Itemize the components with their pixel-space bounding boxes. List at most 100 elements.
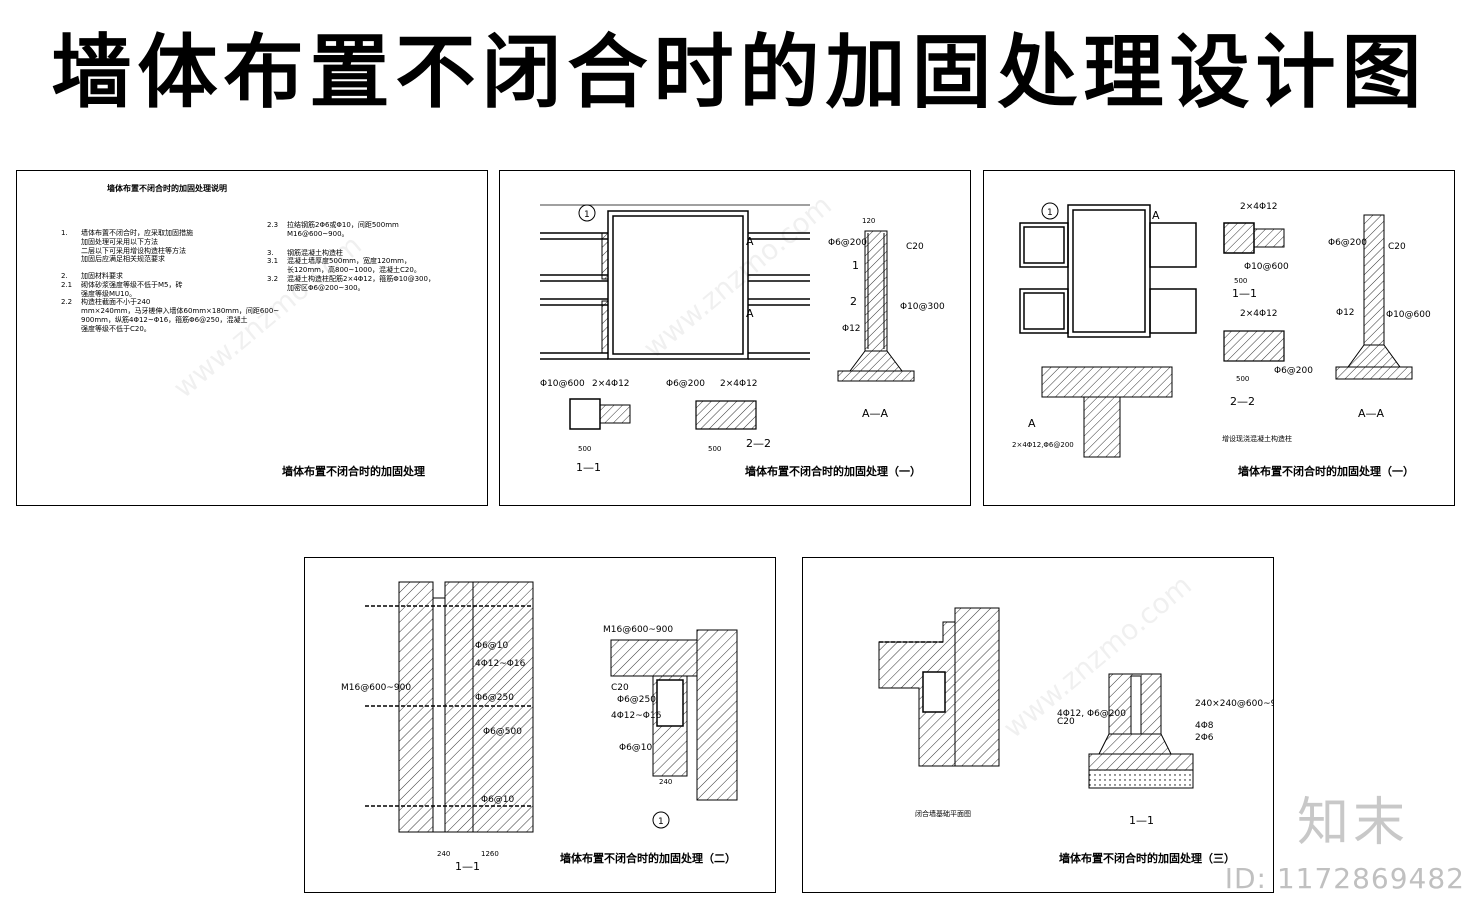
label-stirrup-2: Φ10@300 (900, 302, 945, 312)
note-line: 2.加固材料要求 (61, 272, 123, 280)
label-bars-2: 2×4Φ12 (1240, 309, 1278, 319)
beam-note: 2×4Φ12,Φ6@200 (1012, 441, 1074, 449)
label-tie-3: Φ6@10 (481, 795, 515, 805)
note-line: 强度等级不低于C20。 (81, 324, 151, 333)
detail-sheet-4: 闭合墙基础平面图 240×240@600~900 4Φ12, Φ6@200 C2… (802, 557, 1274, 893)
wall-plan-3 (878, 607, 1000, 767)
note-line: M16@600~900。 (287, 229, 349, 238)
dim-1260: 1260 (481, 850, 499, 858)
label-bars: 2×4Φ12 (592, 379, 630, 389)
sheet-1-caption: 墙体布置不闭合时的加固处理（一） (745, 465, 921, 478)
section-11: 1—1 (576, 461, 601, 474)
label-stirrup: Φ6@200 (828, 238, 867, 248)
note-line: 1.墙体布置不闭合时，应采取加固措施 (61, 229, 193, 237)
watermark-brand: 知末 (1296, 793, 1409, 853)
column-section (610, 629, 738, 801)
dim-240: 240 (437, 850, 450, 858)
note-line: 900mm，纵筋4Φ12~Φ16，箍筋Φ6@250，混凝土 (81, 315, 248, 324)
number-1: 1 (852, 259, 859, 272)
label-concrete: C20 (611, 683, 629, 693)
aa-elevation (837, 230, 915, 382)
label-column: 240×240@600~900 (1195, 699, 1273, 709)
label-concrete: C20 (906, 242, 924, 252)
dim-240b: 240 (659, 778, 672, 786)
notes-sheet: 墙体布置不闭合时的加固处理说明 1.墙体布置不闭合时，应采取加固措施 加固处理可… (16, 170, 488, 506)
page-title: 墙体布置不闭合时的加固处理设计图 (51, 25, 1428, 119)
section-mark-a: A (1152, 209, 1160, 222)
watermark-id: ID: 1172869482 (1224, 862, 1465, 895)
note-line: mm×240mm，马牙槎伸入墙体60mm×180mm，间距600~ (81, 307, 280, 315)
label-stirrup: Φ6@200 (1274, 366, 1313, 376)
note-line: 加密区Φ6@200~300。 (287, 283, 365, 292)
detail-mark: 1 (658, 817, 664, 827)
notes-heading: 墙体布置不闭合时的加固处理说明 (107, 183, 227, 193)
label-tie-4: Φ6@10 (619, 743, 653, 753)
dim-500b: 500 (1236, 375, 1249, 383)
section-22: 2—2 (746, 437, 771, 450)
note-line: 二层以下可采用增设构造柱等方法 (81, 246, 186, 255)
section-mark-a: A (746, 307, 754, 320)
label-bars-2: 4Φ8 (1195, 721, 1214, 731)
note-line: 3.钢筋混凝土构造柱 (267, 248, 343, 257)
label-anchor-2: M16@600~900 (603, 625, 673, 635)
detail-mark: 1 (1047, 208, 1053, 218)
notes-caption: 墙体布置不闭合时的加固处理 (282, 465, 425, 478)
detail-sheet-3: M16@600~900 Φ6@10 4Φ12~Φ16 Φ6@250 Φ6@500… (304, 557, 776, 893)
detail-sheet-2: 1 A A 2×4Φ12,Φ6@200 2×4Φ12 Φ10@600 500 1… (983, 170, 1455, 506)
column-section-1 (569, 398, 601, 430)
dim-120: 120 (862, 217, 875, 225)
label-anchor: M16@600~900 (341, 683, 411, 693)
label-stirrup-3: Φ6@200 (666, 379, 705, 389)
section-11: 1—1 (1129, 814, 1154, 827)
label-tie: Φ10@600 (540, 379, 585, 389)
sheet-3-caption: 墙体布置不闭合时的加固处理（二） (560, 852, 736, 865)
label-bar: Φ12 (842, 324, 861, 334)
label-stirrup: Φ6@250 (475, 693, 514, 703)
dim-500: 500 (578, 445, 591, 453)
label-concrete: C20 (1388, 242, 1406, 252)
label-bars-2: 4Φ12~Φ16 (611, 711, 662, 721)
detail-sheet-1: 1 A A Φ6@200 C20 Φ10@300 Φ12 1 2 120 A—A… (499, 170, 971, 506)
plan-title: 闭合墙基础平面图 (915, 809, 971, 818)
note-line: 强度等级MU10。 (81, 289, 137, 298)
number-2: 2 (850, 295, 857, 308)
label-bar: Φ12 (1336, 308, 1355, 318)
section-22: 2—2 (1230, 395, 1255, 408)
note-line: 加固处理可采用以下方法 (81, 237, 158, 246)
label-bars: 4Φ12~Φ16 (475, 659, 526, 669)
label-bars: 2×4Φ12 (1240, 202, 1278, 212)
label-stirrup-2: Φ6@250 (617, 695, 656, 705)
sheet-4-drawing: 闭合墙基础平面图 240×240@600~900 4Φ12, Φ6@200 C2… (878, 607, 1273, 827)
section-11: 1—1 (455, 860, 480, 873)
detail-mark: 1 (584, 210, 590, 220)
label-tie: Φ6@10 (475, 641, 509, 651)
label-stirrup-2: Φ6@200 (1328, 238, 1367, 248)
beam-section-2 (695, 400, 757, 430)
foundation-section (1088, 673, 1194, 789)
dim-500: 500 (1234, 277, 1247, 285)
label-concrete: C20 (1057, 717, 1075, 727)
foot-note: 增设现浇混凝土构造柱 (1222, 434, 1292, 443)
sheet-1-drawing: 1 A A Φ6@200 C20 Φ10@300 Φ12 1 2 120 A—A… (540, 204, 945, 474)
sheet-3-drawing: M16@600~900 Φ6@10 4Φ12~Φ16 Φ6@250 Φ6@500… (341, 581, 738, 873)
sheet-4-caption: 墙体布置不闭合时的加固处理（三） (1059, 852, 1235, 865)
label-tie: Φ10@600 (1244, 262, 1289, 272)
wall-plan (540, 204, 810, 360)
section-aa: A—A (862, 407, 889, 420)
notes-left-column: 1.墙体布置不闭合时，应采取加固措施 加固处理可采用以下方法 二层以下可采用增设… (61, 229, 279, 333)
label-tie-2: Φ6@500 (483, 727, 522, 737)
label-tie: 2Φ6 (1195, 733, 1214, 743)
section-11: 1—1 (1232, 287, 1257, 300)
label-tie-2: Φ10@600 (1386, 310, 1431, 320)
wall-elevation (365, 581, 534, 833)
label-bars-2: 2×4Φ12 (720, 379, 758, 389)
note-line: 加固后应满足相关规范要求 (81, 255, 165, 264)
note-line: 长120mm，高800~1000，混凝土C20。 (287, 266, 421, 274)
dim-500b: 500 (708, 445, 721, 453)
